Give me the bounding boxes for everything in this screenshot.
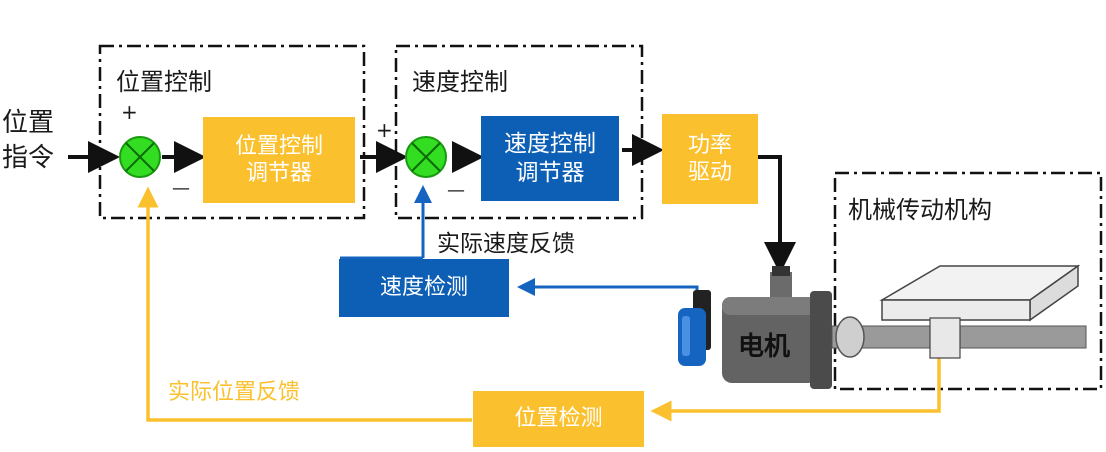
position-feedback-label: 实际位置反馈	[168, 380, 301, 405]
drive-to-motor-arrow	[758, 155, 796, 274]
pos-sum-plus-sign: +	[121, 100, 138, 124]
pos-sum-minus-sign: —	[172, 178, 190, 199]
speed-sum-minus-sign: —	[447, 180, 465, 201]
position-summing-junction	[119, 136, 161, 178]
position-regulator-block: 位置控制 调节器	[203, 117, 355, 203]
position-control-frame	[98, 44, 366, 220]
speed-regulator-block: 速度控制 调节器	[481, 116, 619, 201]
speed-control-frame	[394, 44, 644, 220]
position-detect-block: 位置检测	[473, 391, 644, 447]
mechanical-frame	[833, 171, 1103, 391]
position-command-label: 位置 指令	[2, 108, 55, 174]
speed-control-group-title: 速度控制	[412, 68, 508, 96]
power-drive-block: 功率 驱动	[662, 114, 758, 204]
speed-detect-block: 速度检测	[339, 259, 509, 317]
motor-body	[722, 266, 832, 389]
speed-feedback-label: 实际速度反馈	[437, 231, 575, 257]
motor-label: 电机	[738, 332, 791, 362]
position-control-group-title: 位置控制	[116, 68, 212, 96]
position-feedback-arrow	[137, 186, 472, 422]
speed-sum-plus-sign: +	[376, 118, 393, 142]
speed-summing-junction	[405, 136, 447, 178]
encoder-to-speed-detect-arrow	[517, 278, 699, 296]
work-table-icon	[879, 264, 1081, 359]
encoder-icon	[678, 290, 711, 366]
mechanical-group-title: 机械传动机构	[848, 196, 992, 224]
